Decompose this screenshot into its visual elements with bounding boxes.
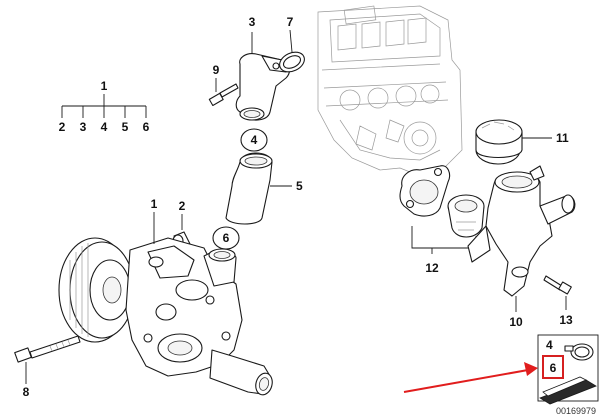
callout-6-circled: 6	[223, 231, 230, 245]
part-10-outlet-housing[interactable]: 10	[467, 165, 576, 329]
part-13-bolt[interactable]: 13	[543, 275, 573, 327]
legend-panel: 4 6	[537, 334, 599, 405]
part-11-cap[interactable]: 11	[475, 119, 569, 165]
part-6-circled-ref[interactable]: 6	[212, 226, 240, 250]
part-5-hose[interactable]: 5	[225, 152, 303, 225]
callout-5: 5	[296, 179, 303, 193]
group-callout-top: 1	[101, 79, 108, 93]
part-12-thermostat-assembly[interactable]: 12	[399, 165, 485, 275]
part-4-circled-ref[interactable]: 4	[240, 128, 268, 152]
part-9-bolt[interactable]: 9	[208, 63, 239, 107]
callout-7: 7	[287, 15, 294, 29]
reference-number: 00169979	[556, 406, 596, 416]
group-callout-sub-2: 2	[59, 120, 66, 134]
hose-clamp-icon	[564, 343, 594, 361]
callout-3: 3	[249, 15, 256, 29]
legend-callout-4: 4	[546, 338, 553, 352]
callout-9: 9	[213, 63, 220, 77]
callout-8: 8	[23, 385, 30, 399]
callout-10: 10	[509, 315, 523, 329]
group-callout-sub-5: 5	[122, 120, 129, 134]
part-8-long-bolt[interactable]: 8	[14, 335, 81, 399]
callout-1: 1	[151, 197, 158, 211]
group-callout-sub-4: 4	[101, 120, 108, 134]
callout-2: 2	[179, 199, 186, 213]
part-1-water-pump[interactable]: 1	[58, 197, 275, 397]
group-callout-tree: 1 2 3 4 5 6	[59, 79, 150, 134]
part-7-gasket[interactable]: 7	[276, 15, 307, 76]
group-callout-sub-6: 6	[143, 120, 150, 134]
callout-13: 13	[559, 313, 573, 327]
strip-icon	[539, 376, 597, 405]
callout-11: 11	[556, 131, 569, 145]
engine-block-outline	[317, 5, 463, 177]
callout-4-circled: 4	[251, 133, 258, 147]
legend-callout-6[interactable]: 6	[550, 361, 557, 375]
legend-highlight-box[interactable]	[542, 355, 564, 379]
group-callout-sub-3: 3	[80, 120, 87, 134]
red-pointer-arrow	[403, 362, 538, 393]
callout-12: 12	[425, 261, 439, 275]
